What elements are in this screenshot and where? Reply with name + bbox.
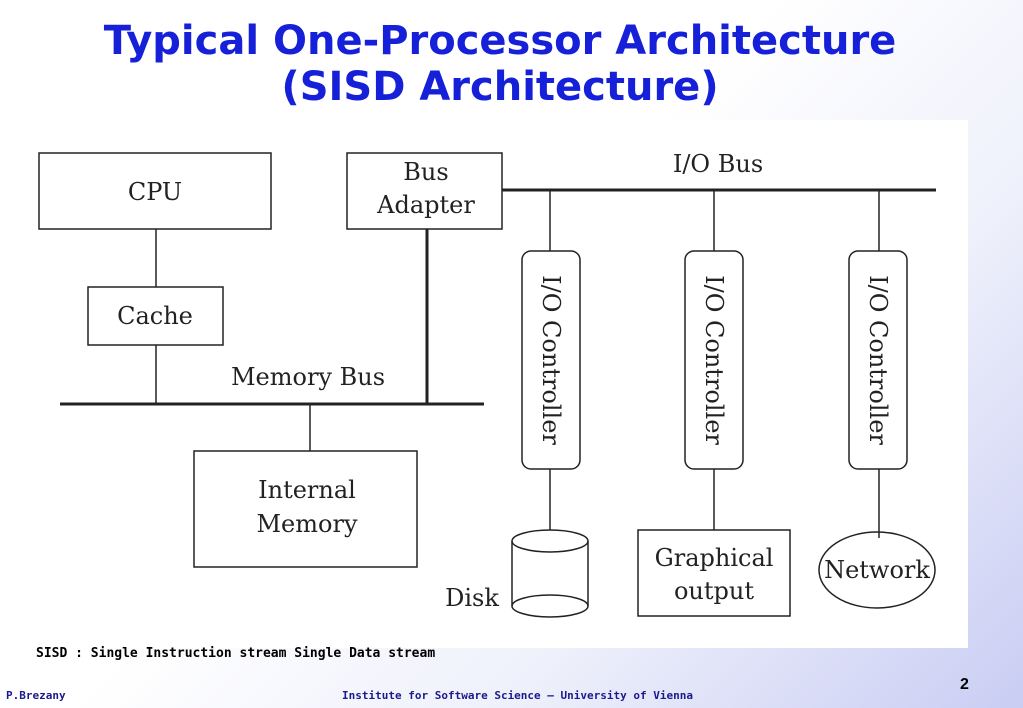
graphical-output-label-line2: output (674, 577, 754, 605)
bus-adapter-label-line1: Bus (403, 158, 448, 186)
slide-title: Typical One-Processor Architecture (SISD… (0, 18, 1000, 110)
page-number: 2 (960, 676, 969, 693)
internal-memory-box (193, 450, 418, 568)
caption: SISD : Single Instruction stream Single … (36, 646, 436, 661)
io-controller-disk-box (521, 250, 581, 470)
network-label: Network (824, 556, 930, 584)
footer-author: P.Brezany (6, 689, 66, 702)
io-controller-network-box (848, 250, 908, 470)
network-ellipse (818, 531, 936, 609)
figure-panel (28, 120, 968, 648)
graphical-output-label-line1: Graphical (655, 544, 774, 572)
bus-adapter-label-line2: Adapter (376, 191, 475, 219)
disk-label: Disk (445, 584, 499, 612)
internal-memory-label-line1: Internal (258, 476, 356, 504)
cache-label: Cache (117, 302, 193, 330)
io-controller-network-label: I/O Controller (864, 275, 892, 445)
io-controller-disk-label: I/O Controller (537, 275, 565, 445)
disk-top (511, 529, 589, 553)
title-line-2: (SISD Architecture) (281, 64, 719, 110)
internal-memory-label-line2: Memory (256, 510, 357, 538)
cpu-label: CPU (128, 178, 182, 206)
disk-bottom-back (511, 594, 589, 607)
memory-bus-label: Memory Bus (231, 363, 385, 391)
graphical-output-box (637, 529, 791, 617)
cpu-box (38, 152, 272, 230)
io-controller-graphics-label: I/O Controller (700, 275, 728, 445)
io-bus-label: I/O Bus (673, 150, 763, 178)
disk-bottom (511, 605, 589, 618)
title-line-1: Typical One-Processor Architecture (103, 18, 897, 64)
footer-institute: Institute for Software Science – Univers… (342, 689, 693, 702)
